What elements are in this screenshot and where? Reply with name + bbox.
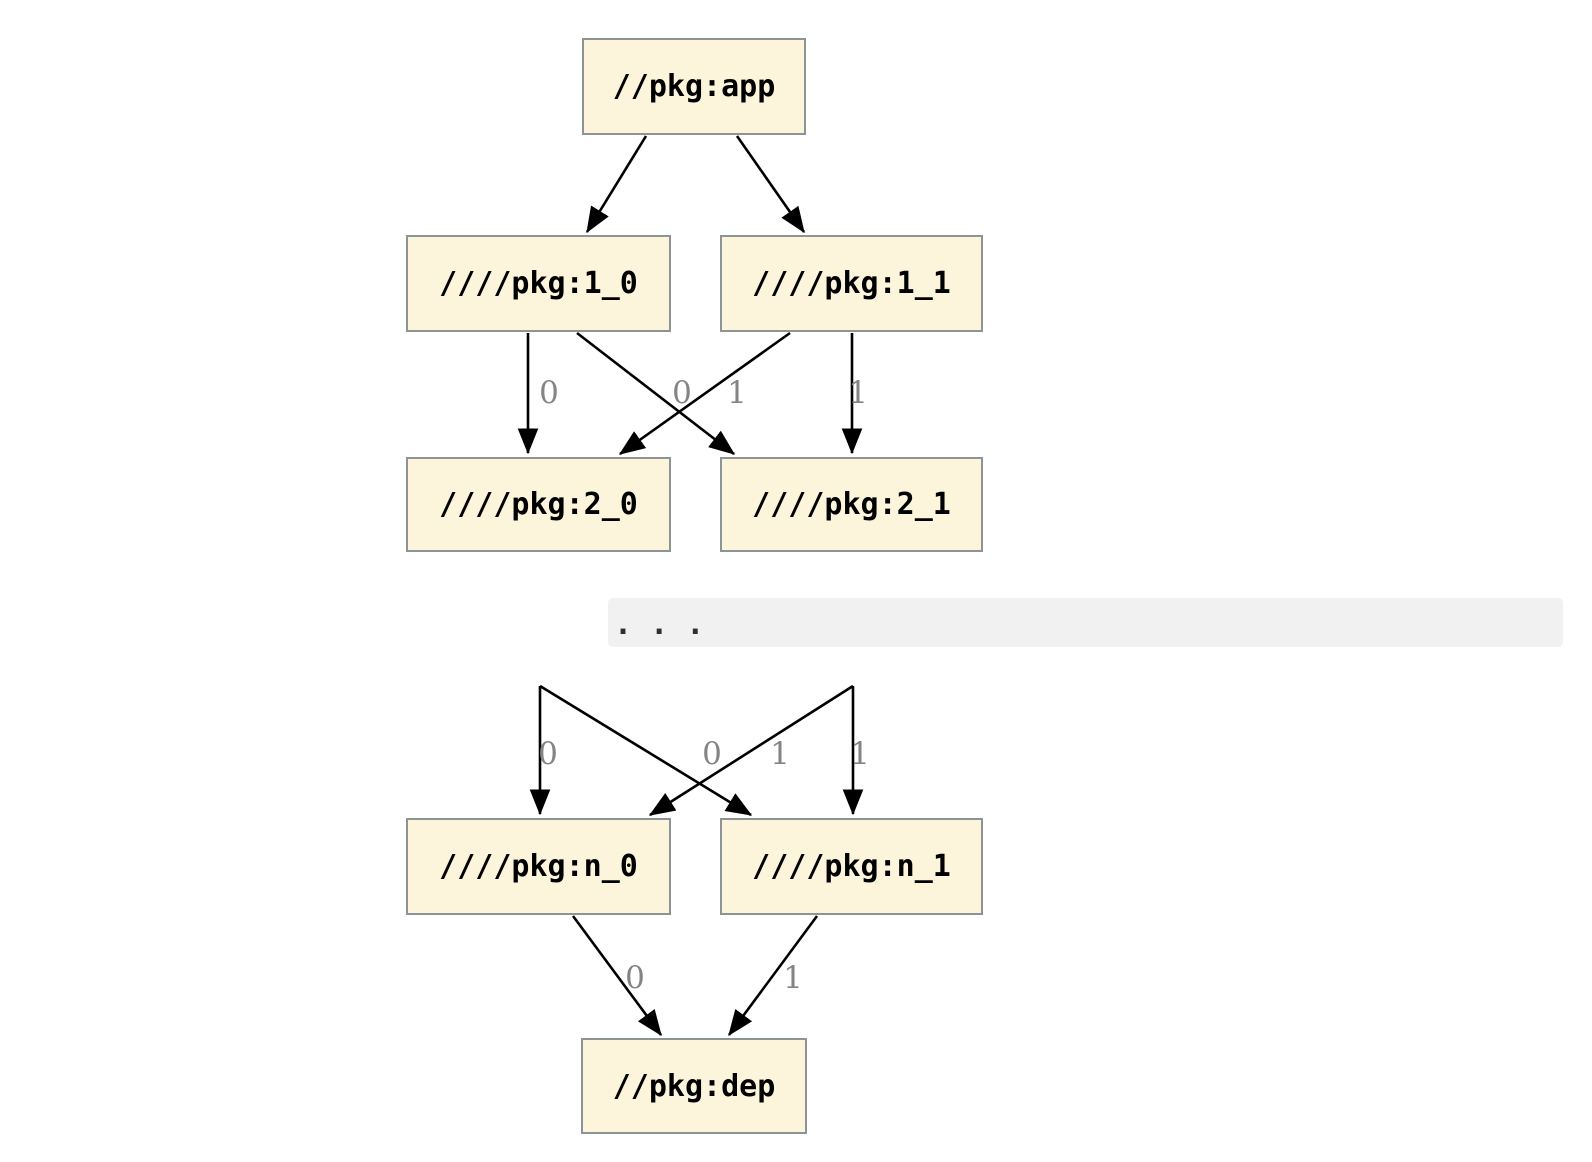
graph-edge-...-to-n_0 (648, 684, 854, 817)
graph-node-label: //pkg:app (612, 69, 776, 104)
edge-label: 0 (702, 736, 722, 772)
edge-label: 0 (538, 736, 558, 772)
ellipsis-band: . . . (608, 598, 1563, 647)
graph-edge-n_0-to-dep (571, 915, 663, 1037)
graph-node-label: ////pkg:n_0 (439, 849, 638, 884)
graph-node-1_0: ////pkg:1_0 (406, 235, 671, 332)
graph-node-label: ////pkg:2_0 (439, 487, 638, 522)
graph-node-1_1: ////pkg:1_1 (720, 235, 983, 332)
edge-label: 1 (770, 736, 790, 772)
edge-label: 0 (625, 960, 645, 996)
graph-edge-...-to-n_1 (539, 684, 753, 817)
edge-label: 0 (672, 375, 692, 411)
graph-edge-app-to-1_0 (585, 135, 648, 234)
graph-edge-app-to-1_1 (735, 135, 806, 234)
edge-label: 1 (727, 375, 747, 411)
graph-node-label: ////pkg:n_1 (752, 849, 951, 884)
graph-node-2_0: ////pkg:2_0 (406, 457, 671, 552)
graph-edge-1_1-to-2_0 (618, 331, 791, 456)
edge-label: 1 (850, 736, 870, 772)
edge-label: 1 (783, 960, 803, 996)
graph-node-label: ////pkg:1_1 (752, 266, 951, 301)
graph-node-label: //pkg:dep (612, 1068, 776, 1104)
graph-node-label: ////pkg:1_0 (439, 266, 638, 301)
graph-node-app: //pkg:app (582, 38, 806, 135)
graph-node-n_0: ////pkg:n_0 (406, 818, 671, 915)
edge-label: 1 (848, 375, 868, 411)
edge-label: 0 (539, 375, 559, 411)
graph-node-dep: //pkg:dep (581, 1038, 807, 1134)
graph-edge-1_0-to-2_1 (576, 331, 736, 456)
graph-edge-n_1-to-dep (727, 915, 819, 1037)
graph-node-n_1: ////pkg:n_1 (720, 818, 983, 915)
graph-node-2_1: ////pkg:2_1 (720, 457, 983, 552)
graph-node-label: ////pkg:2_1 (752, 487, 951, 522)
ellipsis-dots: . . . (614, 607, 705, 642)
